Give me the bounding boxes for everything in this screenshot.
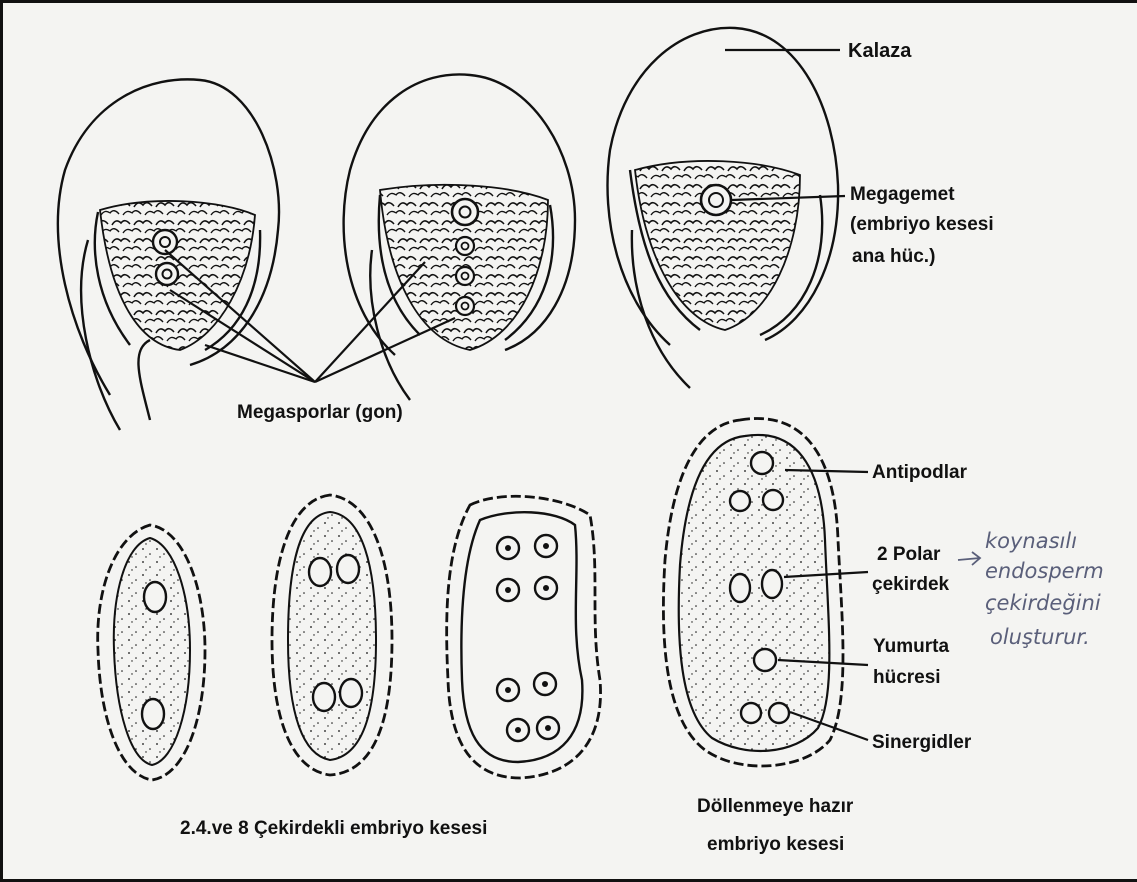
- ovule-1: [58, 79, 279, 430]
- embryo-sac-4-nuclei: [272, 495, 392, 775]
- label-megagemet-2: (embriyo kesesi: [850, 214, 994, 235]
- caption-right-2: embriyo kesesi: [707, 834, 844, 855]
- embryo-sac-8-nuclei: [447, 496, 601, 778]
- label-kalaza: Kalaza: [848, 40, 912, 62]
- embryo-sac-2-nuclei: [98, 525, 205, 780]
- handwritten-note-line-1: koynasılı: [985, 529, 1077, 553]
- label-polar-2: çekirdek: [872, 574, 950, 595]
- label-sinergidler: Sinergidler: [872, 732, 972, 753]
- ovule-3: [608, 28, 839, 388]
- label-yumurta-2: hücresi: [873, 667, 941, 688]
- ovule-2: [344, 74, 575, 400]
- label-yumurta-1: Yumurta: [873, 636, 949, 657]
- handwritten-note-line-2: endosperm: [985, 559, 1104, 583]
- handwritten-note-line-3: çekirdeğini: [985, 591, 1101, 615]
- label-antipodlar: Antipodlar: [872, 462, 968, 483]
- label-megasporlar: Megasporlar (gon): [237, 402, 403, 423]
- handwritten-arrow: [958, 552, 980, 565]
- label-polar-1: 2 Polar: [877, 544, 941, 565]
- label-megagemet-3: ana hüc.): [852, 246, 935, 267]
- caption-right-1: Döllenmeye hazır: [697, 796, 854, 817]
- handwritten-note-line-4: oluşturur.: [990, 625, 1090, 649]
- label-megagemet-1: Megagemet: [850, 184, 955, 205]
- caption-left: 2.4.ve 8 Çekirdekli embriyo kesesi: [180, 818, 487, 839]
